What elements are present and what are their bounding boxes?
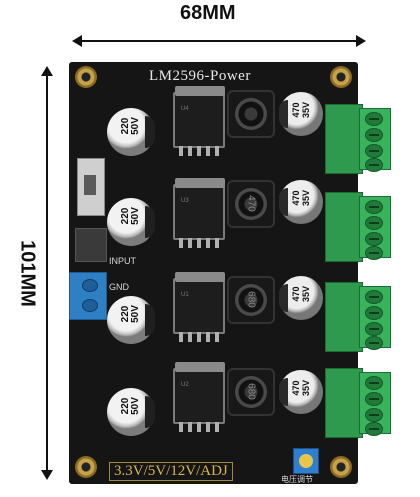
- pot-label: 电压调节: [281, 475, 313, 484]
- regulator-4: U2: [173, 362, 225, 432]
- board-title: LM2596-Power: [149, 68, 251, 84]
- gnd-label: GND: [109, 282, 129, 292]
- power-switch: [77, 158, 105, 216]
- width-dimension-arrow: [72, 34, 366, 48]
- inductor-4: 680: [227, 368, 275, 416]
- regulator-2: U3: [173, 178, 225, 248]
- input-label: INPUT: [109, 256, 136, 266]
- output-terminal-2: [325, 192, 391, 262]
- inductor-1: [227, 90, 275, 138]
- output-terminal-1: [325, 104, 391, 174]
- height-dimension-arrow: [40, 66, 54, 480]
- regulator-3: U1: [173, 272, 225, 342]
- width-dimension-label: 68MM: [180, 2, 236, 24]
- output-terminal-4: [325, 368, 391, 438]
- mounting-hole-bottom-right: [330, 456, 352, 478]
- mounting-hole-top-left: [75, 66, 97, 88]
- height-dimension-label: 101MM: [16, 240, 39, 307]
- mounting-hole-top-right: [330, 66, 352, 88]
- voltage-adjust-potentiometer: [293, 448, 319, 474]
- input-diode: [75, 228, 107, 262]
- inductor-3: 680: [227, 276, 275, 324]
- mounting-hole-bottom-left: [75, 456, 97, 478]
- inductor-2: 470: [227, 180, 275, 228]
- voltage-options-label: 3.3V/5V/12V/ADJ: [109, 462, 233, 481]
- output-terminal-3: [325, 282, 391, 352]
- regulator-1: U4: [173, 86, 225, 156]
- input-terminal-block: [69, 272, 107, 320]
